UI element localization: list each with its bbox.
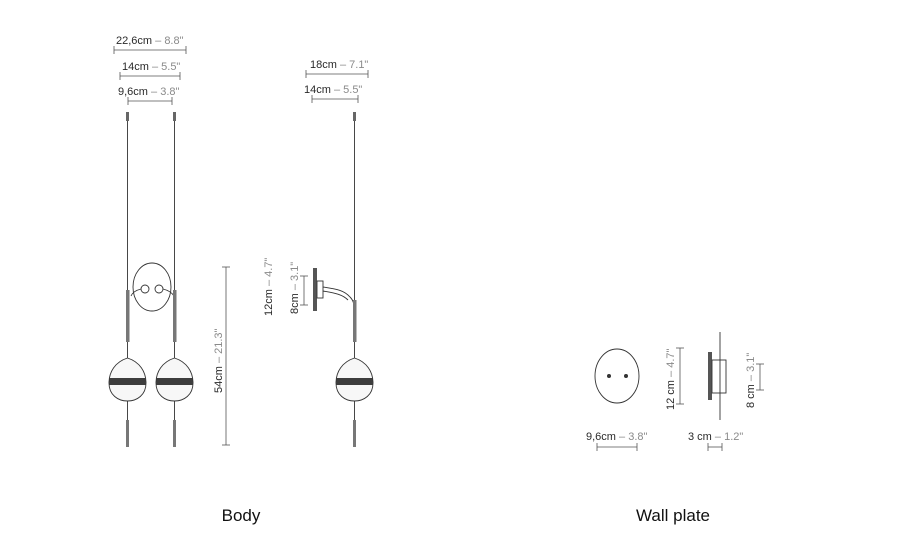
dim-wall-plate-holes-label: 8 cm – 3.1" — [745, 353, 757, 408]
dim-wall-plate-depth-label: 3 cm – 1.2" — [688, 431, 743, 443]
front-pendant-left — [108, 112, 147, 447]
dim-overall-width-label: 22,6cm – 8.8" — [116, 35, 184, 47]
separator: – — [616, 431, 628, 443]
dim-plate-width-label: 9,6cm – 3.8" — [118, 86, 179, 98]
front-plate-hole-right — [154, 284, 164, 294]
dim-wall-plate-depth: 3 cm – 1.2" — [688, 431, 743, 451]
front-wall-plate — [132, 262, 172, 312]
dim-plate-height-label: 12cm – 4.7" — [263, 258, 275, 316]
dim-plate-width: 9,6cm – 3.8" — [118, 86, 179, 105]
separator: – — [263, 277, 275, 289]
dim-offset-label: 14cm – 5.5" — [304, 84, 362, 96]
separator: – — [665, 368, 677, 380]
dim-arm-height-label: 8cm – 3.1" — [289, 262, 301, 314]
body-title: Body — [222, 506, 261, 525]
separator: – — [331, 84, 343, 96]
wall-plate-hole-left — [607, 374, 611, 378]
side-arm — [322, 286, 355, 310]
dim-wall-plate-height: 12 cm – 4.7" — [665, 347, 684, 410]
body-side-view: 18cm – 7.1" 14cm – 5.5" 12cm – 4.7" 8cm … — [263, 59, 374, 447]
dim-wall-plate-width: 9,6cm – 3.8" — [586, 431, 647, 451]
front-arm-right — [162, 288, 175, 297]
wall-plate-side — [708, 352, 712, 400]
separator: – — [213, 354, 225, 366]
wall-plate-side-block — [711, 359, 727, 394]
dim-plate-height: 12cm – 4.7" — [263, 258, 275, 316]
dim-wall-plate-width-label: 9,6cm – 3.8" — [586, 431, 647, 443]
separator: – — [745, 372, 757, 384]
dim-arm-height: 8cm – 3.1" — [289, 262, 308, 314]
dim-offset: 14cm – 5.5" — [304, 84, 362, 103]
wall-plate-title: Wall plate — [636, 506, 710, 525]
separator: – — [289, 281, 301, 293]
dim-height: 54cm – 21.3" — [213, 266, 230, 446]
separator: – — [712, 431, 724, 443]
side-wall-plate — [313, 268, 317, 311]
front-plate-hole-left — [140, 284, 150, 294]
front-pendant-right — [155, 112, 194, 447]
side-plate-block — [316, 280, 324, 299]
dim-spacing: 14cm – 5.5" — [119, 61, 180, 80]
dim-spacing-label: 14cm – 5.5" — [122, 61, 180, 73]
dim-overall-width: 22,6cm – 8.8" — [113, 35, 187, 54]
side-arm-inner — [322, 290, 349, 301]
separator: – — [152, 35, 164, 47]
separator: – — [148, 86, 160, 98]
body-front-view: 22,6cm – 8.8" 14cm – 5.5" 9,6cm – 3.8" — [108, 35, 230, 447]
wall-plate-view: 9,6cm – 3.8" 12 cm – 4.7" 3 cm – 1.2" 8 … — [586, 332, 764, 451]
dim-height-label: 54cm – 21.3" — [213, 328, 225, 393]
dim-depth-label: 18cm – 7.1" — [310, 59, 368, 71]
front-arm-left — [130, 288, 142, 297]
side-pendant — [335, 112, 374, 447]
dim-wall-plate-height-label: 12 cm – 4.7" — [665, 349, 677, 410]
wall-plate-front — [594, 348, 640, 404]
dim-depth: 18cm – 7.1" — [305, 59, 368, 78]
dim-wall-plate-holes: 8 cm – 3.1" — [745, 353, 764, 408]
separator: – — [337, 59, 349, 71]
separator: – — [149, 61, 161, 73]
wall-plate-hole-right — [624, 374, 628, 378]
